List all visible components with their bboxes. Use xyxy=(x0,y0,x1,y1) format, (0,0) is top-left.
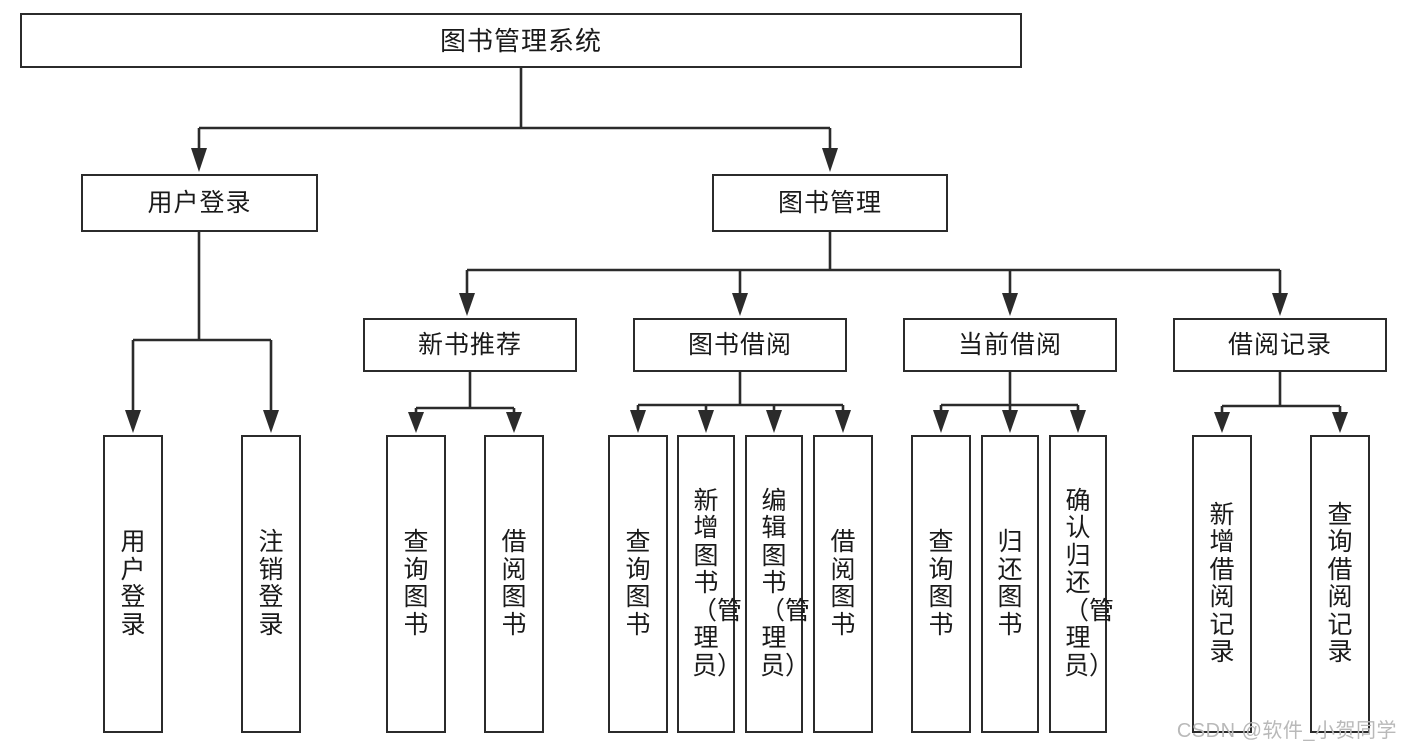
leaf-add-book-admin[interactable]: 新增图书（管理员） xyxy=(677,435,743,733)
leaf-label: 借阅图书 xyxy=(830,528,856,639)
edge-userlogin-children xyxy=(125,232,279,433)
leaf-label: 归还图书 xyxy=(997,528,1023,639)
leaf-logout[interactable]: 注销登录 xyxy=(241,435,301,733)
leaf-label: 新增图书（管理员） xyxy=(692,486,743,680)
leaf-label: 确认归还（管理员） xyxy=(1064,486,1115,680)
edge-currentborrow-children xyxy=(933,372,1086,433)
node-label: 借阅记录 xyxy=(1227,330,1332,359)
node-current-borrow[interactable]: 当前借阅 xyxy=(903,318,1117,372)
edge-borrowrecord-children xyxy=(1214,372,1348,433)
leaf-confirm-return-admin[interactable]: 确认归还（管理员） xyxy=(1049,435,1115,733)
node-label: 用户登录 xyxy=(147,188,252,217)
leaf-query-book-borrow[interactable]: 查询图书 xyxy=(608,435,668,733)
leaf-query-book-current[interactable]: 查询图书 xyxy=(911,435,971,733)
edge-bookmanage-children xyxy=(459,232,1288,316)
leaf-label: 查询图书 xyxy=(403,528,429,639)
csdn-watermark: CSDN @软件_小贺同学 xyxy=(1176,720,1397,742)
node-new-book-recommend[interactable]: 新书推荐 xyxy=(363,318,577,372)
leaf-user-login[interactable]: 用户登录 xyxy=(103,435,163,733)
leaf-label: 借阅图书 xyxy=(501,528,527,639)
leaf-add-borrow-record[interactable]: 新增借阅记录 xyxy=(1192,435,1252,733)
leaf-label: 查询图书 xyxy=(928,528,954,639)
leaf-label: 编辑图书（管理员） xyxy=(760,486,811,680)
node-label: 当前借阅 xyxy=(957,330,1062,359)
node-label: 图书管理系统 xyxy=(439,25,602,56)
leaf-query-borrow-record[interactable]: 查询借阅记录 xyxy=(1310,435,1370,733)
node-user-login[interactable]: 用户登录 xyxy=(81,174,318,232)
leaf-query-book-recommend[interactable]: 查询图书 xyxy=(386,435,446,733)
leaf-label: 查询图书 xyxy=(625,528,651,639)
edge-root-bus xyxy=(191,68,838,172)
leaf-label: 注销登录 xyxy=(258,528,284,639)
leaf-label: 新增借阅记录 xyxy=(1209,500,1235,666)
node-label: 图书管理 xyxy=(777,188,882,217)
node-label: 图书借阅 xyxy=(687,330,792,359)
node-book-management[interactable]: 图书管理 xyxy=(712,174,948,232)
node-label: 新书推荐 xyxy=(417,330,522,359)
edge-bookborrow-children xyxy=(630,372,851,433)
node-book-borrow[interactable]: 图书借阅 xyxy=(633,318,847,372)
leaf-edit-book-admin[interactable]: 编辑图书（管理员） xyxy=(745,435,811,733)
leaf-borrow-book-recommend[interactable]: 借阅图书 xyxy=(484,435,544,733)
edge-newbook-children xyxy=(408,372,522,433)
leaf-return-book[interactable]: 归还图书 xyxy=(981,435,1039,733)
node-root-book-management-system[interactable]: 图书管理系统 xyxy=(20,13,1022,68)
leaf-label: 用户登录 xyxy=(120,528,146,639)
leaf-borrow-book[interactable]: 借阅图书 xyxy=(813,435,873,733)
leaf-label: 查询借阅记录 xyxy=(1327,500,1353,666)
node-borrow-record[interactable]: 借阅记录 xyxy=(1173,318,1387,372)
